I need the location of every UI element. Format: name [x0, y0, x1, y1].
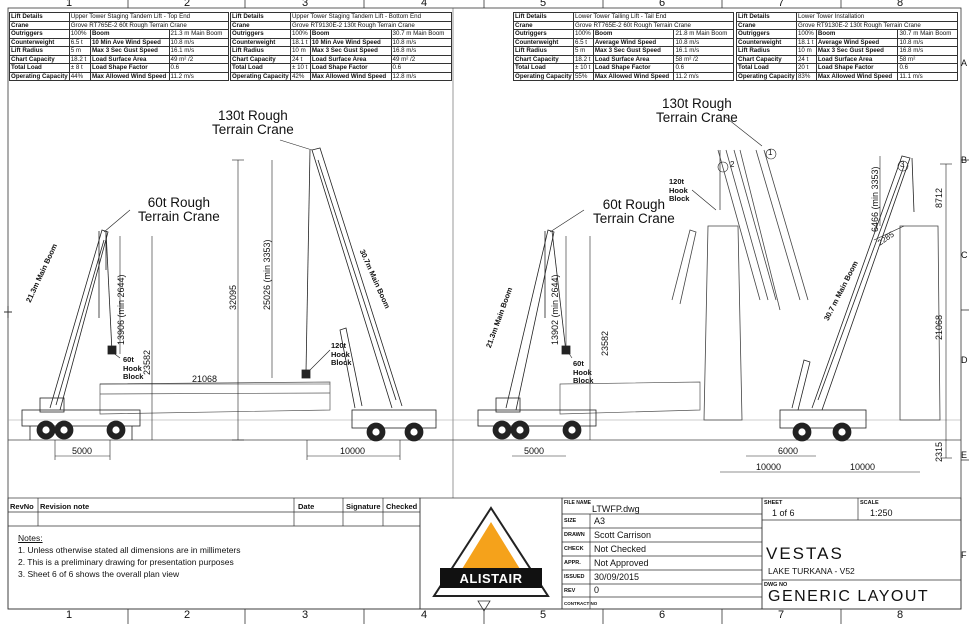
table-cell: Upper Tower Staging Tandem Lift - Top En… — [68, 12, 230, 22]
grid-bottom-6: 6 — [659, 609, 666, 621]
table-cell: Lift Details — [9, 12, 70, 22]
rev-header-checked: Checked — [386, 502, 418, 511]
tb-check-label: CHECK — [564, 546, 584, 552]
tb-scale: 1:250 — [870, 508, 893, 518]
table-cell: Grove RT765E-2 60t Rough Terrain Crane — [68, 20, 230, 30]
note-2: 2. This is a preliminary drawing for pre… — [18, 557, 234, 567]
dim-8712: 8712 — [934, 187, 944, 208]
tb-rev: 0 — [594, 585, 600, 595]
dim-10000-left: 10000 — [340, 446, 366, 456]
dim-13906: 13906 (min 2644) — [116, 274, 126, 345]
rev-header-revno: RevNo — [10, 502, 34, 511]
tb-check: Not Checked — [594, 544, 647, 554]
tb-dwg-label: DWG NO — [764, 582, 788, 588]
tb-size: A3 — [594, 516, 606, 526]
grid-top-4: 4 — [421, 0, 428, 9]
tb-appr: Not Approved — [594, 558, 649, 568]
tb-drawn: Scott Carrison — [594, 530, 652, 540]
dim-21068-left: 21068 — [192, 374, 218, 384]
tb-contract-label: CONTRACT NO — [564, 601, 598, 606]
tb-appr-label: APPR. — [564, 560, 581, 566]
crane-60t-left — [21, 229, 141, 440]
tb-dwg: GENERIC LAYOUT — [768, 588, 930, 605]
dim-6000: 6000 — [778, 446, 799, 456]
grid-right-f: F — [961, 550, 967, 560]
dim-21068-right: 21068 — [934, 314, 944, 340]
tb-project: LAKE TURKANA - V52 — [768, 566, 855, 576]
grid-right-c: C — [961, 250, 968, 260]
rev-header-note: Revision note — [40, 502, 90, 511]
dim-23582-right: 23582 — [600, 330, 610, 356]
marker-3: 3 — [900, 160, 905, 169]
alistair-logo — [432, 506, 550, 597]
note-1: 1. Unless otherwise stated all dimension… — [18, 545, 241, 555]
crane-130t-left — [301, 147, 437, 442]
grid-top-8: 8 — [897, 0, 904, 9]
rev-header-date: Date — [298, 502, 315, 511]
dim-10000-right-2: 10000 — [850, 462, 876, 472]
grid-top-1: 1 — [66, 0, 73, 9]
grid-top-2: 2 — [184, 0, 191, 9]
dim-10000-right-1: 10000 — [756, 462, 782, 472]
dim-5000-right: 5000 — [524, 446, 545, 456]
tb-issued: 30/09/2015 — [594, 572, 640, 582]
dim-13902: 13902 (min 2644) — [550, 274, 560, 345]
tb-drawn-label: DRAWN — [564, 532, 585, 538]
grid-right-d: D — [961, 355, 968, 365]
tb-sheet-label: SHEET — [764, 500, 783, 506]
grid-bottom-3: 3 — [302, 609, 309, 621]
grid-bottom-4: 4 — [421, 609, 428, 621]
tb-file-name-label: FILE NAME — [564, 500, 591, 506]
grid-right-a: A — [961, 58, 968, 68]
dim-23582-left: 23582 — [142, 349, 152, 375]
marker-1: 1 — [768, 148, 773, 157]
tb-size-label: SIZE — [564, 518, 577, 524]
grid-top-5: 5 — [540, 0, 547, 9]
tb-issued-label: ISSUED — [564, 574, 585, 580]
tb-client: VESTAS — [766, 544, 844, 563]
tb-sheet: 1 of 6 — [772, 508, 795, 518]
grid-top-6: 6 — [659, 0, 666, 9]
crane-130t-right — [779, 155, 915, 442]
rev-header-signature: Signature — [346, 502, 381, 511]
grid-top-7: 7 — [778, 0, 785, 9]
tb-rev-label: REV — [564, 588, 576, 594]
dim-2315: 2315 — [934, 441, 944, 462]
grid-bottom-1: 1 — [66, 609, 73, 621]
marker-2: 2 — [730, 160, 735, 169]
grid-bottom-7: 7 — [778, 609, 785, 621]
note-3: 3. Sheet 6 of 6 shows the overall plan v… — [18, 569, 180, 579]
tb-scale-label: SCALE — [860, 500, 879, 506]
grid-top-3: 3 — [302, 0, 309, 9]
grid-right-e: E — [961, 450, 968, 460]
logo-text: ALISTAIR — [459, 571, 523, 586]
dim-6466: 6466 (min 3353) — [870, 166, 880, 232]
table-cell: Crane — [9, 20, 70, 30]
grid-bottom-5: 5 — [540, 609, 547, 621]
dim-5000-left: 5000 — [72, 446, 93, 456]
tb-file-name: LTWFP.dwg — [592, 504, 640, 514]
grid-bottom-2: 2 — [184, 609, 191, 621]
dim-25026: 25026 (min 3353) — [262, 239, 272, 310]
notes-title: Notes: — [18, 533, 43, 543]
dim-32095: 32095 — [228, 284, 238, 310]
grid-right-b: B — [961, 155, 968, 165]
grid-bottom-8: 8 — [897, 609, 904, 621]
